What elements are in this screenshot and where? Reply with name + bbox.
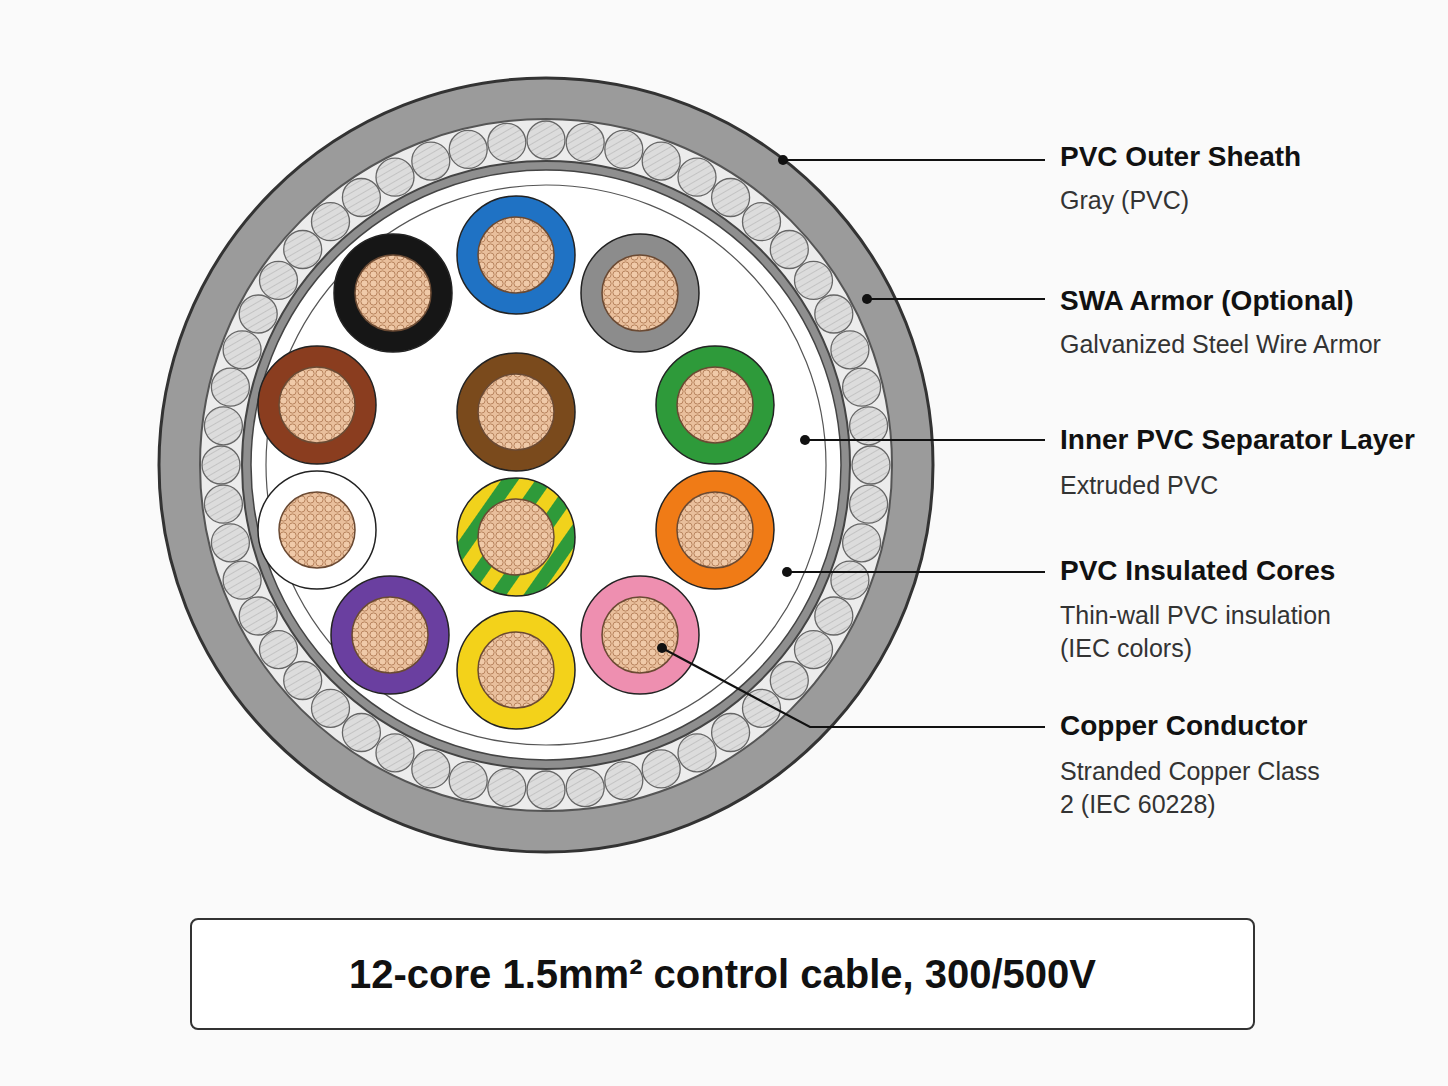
armor-layer xyxy=(200,119,892,811)
part-name: PVC Outer Sheath xyxy=(1060,141,1301,173)
copper-conductor xyxy=(478,632,554,708)
core-insulation xyxy=(457,611,575,729)
core-insulation xyxy=(457,196,575,314)
copper-conductor xyxy=(279,492,355,568)
core-bedding xyxy=(251,170,841,760)
cores xyxy=(258,196,774,729)
core-insulation xyxy=(334,234,452,352)
copper-conductor xyxy=(478,217,554,293)
core-insulation xyxy=(258,346,376,464)
part-description: Galvanized Steel Wire Armor xyxy=(1060,328,1420,361)
part-description: Gray (PVC) xyxy=(1060,184,1400,217)
caption-text: 12-core 1.5mm² control cable, 300/500V xyxy=(349,952,1096,997)
part-name: Inner PVC Separator Layer xyxy=(1060,424,1415,456)
inner-wrap xyxy=(266,185,826,745)
part-name: SWA Armor (Optional) xyxy=(1060,285,1353,317)
core-insulation xyxy=(457,478,575,596)
copper-conductor xyxy=(352,597,428,673)
copper-conductor xyxy=(478,374,554,450)
core-insulation xyxy=(581,234,699,352)
copper-conductor xyxy=(478,499,554,575)
part-description: Stranded Copper Class 2 (IEC 60228) xyxy=(1060,755,1322,820)
leader-lines xyxy=(662,160,1045,727)
part-description: Thin-wall PVC insulation (IEC colors) xyxy=(1060,599,1370,664)
copper-conductor xyxy=(355,255,431,331)
armor-wires xyxy=(202,121,890,809)
core-insulation xyxy=(656,471,774,589)
core-insulation xyxy=(656,346,774,464)
copper-conductor xyxy=(279,367,355,443)
core-insulation xyxy=(331,576,449,694)
outer-sheath xyxy=(159,78,933,852)
caption-box: 12-core 1.5mm² control cable, 300/500V xyxy=(190,918,1255,1030)
core-insulation xyxy=(258,471,376,589)
separator-layer xyxy=(242,161,850,769)
copper-conductor xyxy=(602,255,678,331)
part-name: Copper Conductor xyxy=(1060,710,1307,742)
copper-conductor xyxy=(602,597,678,673)
copper-conductor xyxy=(677,367,753,443)
copper-conductor xyxy=(677,492,753,568)
core-insulation xyxy=(581,576,699,694)
part-description: Extruded PVC xyxy=(1060,469,1400,502)
core-insulation xyxy=(457,353,575,471)
leader-dots xyxy=(657,155,872,653)
part-name: PVC Insulated Cores xyxy=(1060,555,1335,587)
